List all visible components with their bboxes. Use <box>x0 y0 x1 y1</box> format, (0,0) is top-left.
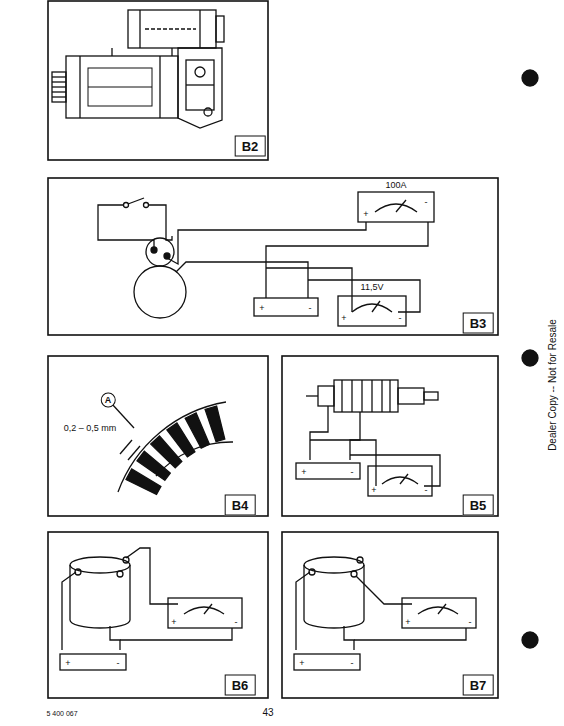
commutator <box>112 402 233 494</box>
meter-reading: 11,5V <box>360 283 385 292</box>
polarity-sign: + <box>301 468 306 477</box>
figure-number: B4 <box>232 498 249 513</box>
polarity-sign: + <box>259 304 264 313</box>
polarity-sign: + <box>299 659 304 668</box>
polarity-sign: + <box>363 210 368 219</box>
polarity-sign: + <box>405 618 410 627</box>
solenoid-test-b6 <box>60 548 242 670</box>
polarity-sign: - <box>235 618 238 627</box>
dimension: 0,2 – 0,5 mm <box>63 424 118 433</box>
figure-number: B6 <box>232 678 249 693</box>
polarity-sign: + <box>371 486 376 495</box>
polarity-sign: - <box>351 659 354 668</box>
figure-label-box: B6 <box>225 675 256 696</box>
solenoid-test-b7 <box>294 557 476 670</box>
polarity-sign: + <box>171 618 176 627</box>
armature-test <box>296 380 440 496</box>
polarity-sign: - <box>309 304 312 313</box>
figure-label-box: B4 <box>225 495 256 516</box>
figure-label-box: B7 <box>463 675 494 696</box>
polarity-sign: - <box>425 486 428 495</box>
commutator-segment <box>205 406 225 442</box>
polarity-sign: - <box>117 659 120 668</box>
starter-motor <box>52 10 224 128</box>
polarity-sign: - <box>425 198 428 207</box>
page-number: 43 <box>262 708 273 718</box>
polarity-sign: - <box>351 468 354 477</box>
figure-number: B2 <box>242 139 259 154</box>
polarity-sign: + <box>65 659 70 668</box>
callout-letter: A <box>101 393 116 408</box>
watermark: Dealer Copy -- Not for Resale <box>548 319 558 451</box>
figure-number: B3 <box>470 316 487 331</box>
figure-number: B7 <box>470 678 487 693</box>
figure-label-box: B2 <box>235 136 266 157</box>
commutator-segment <box>185 413 209 448</box>
polarity-sign: - <box>399 314 402 323</box>
figure-label-box: B3 <box>463 313 494 334</box>
figure-label-box: B5 <box>463 495 494 516</box>
document-number: 5 400 067 <box>46 710 77 717</box>
starter-test-circuit <box>98 192 434 326</box>
figure-number: B5 <box>470 498 487 513</box>
polarity-sign: - <box>469 618 472 627</box>
meter-reading: 100A <box>384 181 407 190</box>
polarity-sign: + <box>341 314 346 323</box>
